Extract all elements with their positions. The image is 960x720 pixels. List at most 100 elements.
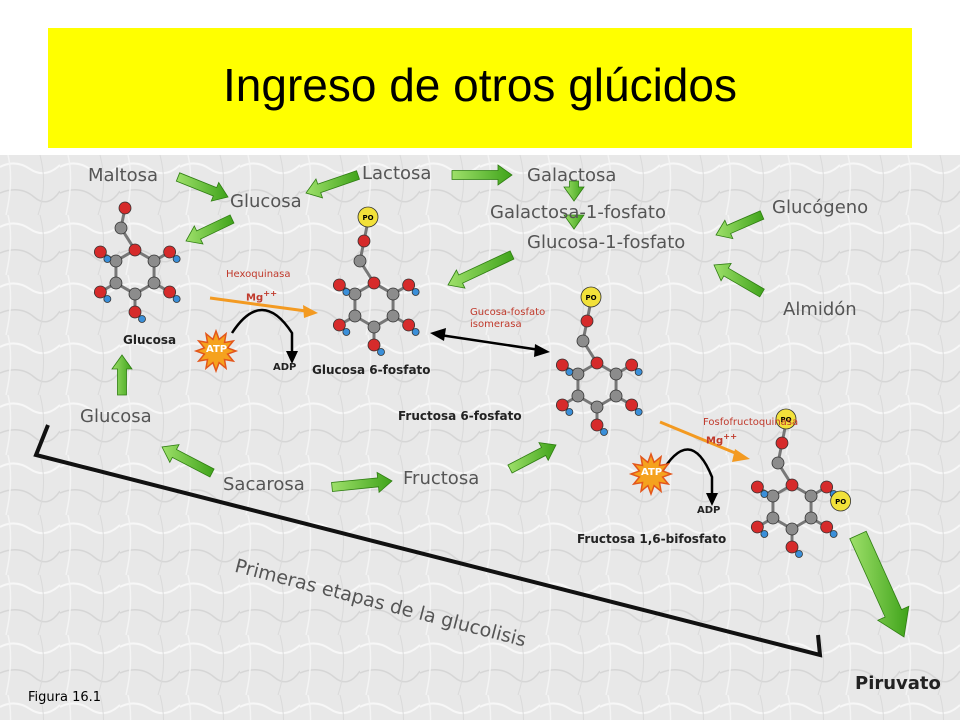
oxygen-atom bbox=[775, 436, 789, 450]
piruvato-label: Piruvato bbox=[855, 673, 941, 694]
lactosa-label: Lactosa bbox=[362, 163, 432, 184]
hydrogen-atom bbox=[760, 530, 769, 538]
oxygen-atom bbox=[93, 245, 107, 259]
oxygen-atom bbox=[580, 314, 594, 328]
ring-oxygen bbox=[590, 356, 604, 370]
hydrogen-atom bbox=[103, 255, 112, 263]
carbon-atom bbox=[571, 389, 585, 403]
galactosa-label: Galactosa bbox=[527, 165, 617, 186]
page-title: Ingreso de otros glúcidos bbox=[223, 59, 737, 111]
hexoquinasa-label: Hexoquinasa bbox=[226, 269, 291, 280]
hydrogen-atom bbox=[172, 255, 181, 263]
carbon-atom bbox=[147, 254, 161, 268]
hydrogen-atom bbox=[172, 295, 181, 303]
mg-label-2: Mg++ bbox=[706, 431, 738, 447]
hydrogen-atom bbox=[565, 408, 574, 416]
atp-star-2 bbox=[628, 451, 674, 497]
pathway-arrow bbox=[111, 354, 133, 396]
pathway-arrow bbox=[563, 214, 585, 230]
hydrogen-atom bbox=[634, 368, 643, 376]
oxygen-atom bbox=[625, 398, 639, 412]
oxygen-atom bbox=[750, 480, 764, 494]
oxygen-atom bbox=[93, 285, 107, 299]
phosphate-label: PO bbox=[362, 214, 373, 222]
carbon-atom bbox=[348, 287, 362, 301]
hydrogen-atom bbox=[634, 408, 643, 416]
pathway-arrow bbox=[185, 214, 235, 245]
hydrogen-atom bbox=[377, 348, 385, 356]
carbon-atom bbox=[804, 489, 818, 503]
pathway-arrow bbox=[563, 180, 585, 202]
fructosa-label: Fructosa bbox=[403, 468, 480, 489]
oxygen-atom bbox=[332, 278, 346, 292]
carbon-atom bbox=[147, 276, 161, 290]
carbon-atom bbox=[590, 400, 604, 414]
isomerasa-label-2: isomerasa bbox=[470, 319, 522, 330]
phosphate-group bbox=[830, 490, 852, 512]
glucosa-1-fosfato-label: Glucosa-1-fosfato bbox=[527, 232, 686, 253]
hydrogen-atom bbox=[760, 490, 769, 498]
pathway-arrow bbox=[451, 164, 513, 186]
glucogeno-label: Glucógeno bbox=[772, 197, 869, 218]
adp-label-1: ADP bbox=[273, 362, 297, 373]
carbon-atom bbox=[109, 254, 123, 268]
adp-label-2: ADP bbox=[697, 505, 721, 516]
sacarosa-label: Sacarosa bbox=[223, 474, 305, 495]
oxygen-atom bbox=[820, 520, 834, 534]
phosphate-group bbox=[580, 286, 602, 308]
atp-label-2: ATP bbox=[641, 467, 663, 478]
oxygen-atom bbox=[590, 418, 604, 432]
pathway-arrow bbox=[175, 172, 229, 202]
oxygen-atom bbox=[820, 480, 834, 494]
carbon-atom bbox=[109, 276, 123, 290]
carbon-atom bbox=[766, 489, 780, 503]
pathway-arrow bbox=[507, 442, 557, 474]
ring-oxygen bbox=[128, 243, 142, 257]
carbon-atom bbox=[771, 456, 785, 470]
almidon-label: Almidón bbox=[783, 299, 857, 320]
pathway-arrow bbox=[331, 471, 393, 494]
hydrogen-atom bbox=[138, 315, 146, 323]
figure-caption: Figura 16.1 bbox=[28, 690, 102, 705]
hydrogen-atom bbox=[600, 428, 608, 436]
carbon-atom bbox=[766, 511, 780, 525]
hydrogen-atom bbox=[342, 288, 351, 296]
oxygen-atom bbox=[750, 520, 764, 534]
oxygen-atom bbox=[163, 285, 177, 299]
oxygen-atom bbox=[555, 398, 569, 412]
carbon-atom bbox=[114, 221, 128, 235]
stage-bracket bbox=[33, 424, 823, 658]
fructosa-6-fosfato-label: Fructosa 6-fosfato bbox=[398, 409, 522, 423]
carbon-atom bbox=[367, 320, 381, 334]
marble-background bbox=[0, 155, 960, 720]
glucosa-left-label: Glucosa bbox=[80, 406, 152, 427]
phosphate-label: PO bbox=[780, 416, 791, 424]
ring-oxygen bbox=[367, 276, 381, 290]
oxygen-atom bbox=[555, 358, 569, 372]
atp-star-1 bbox=[193, 328, 239, 374]
pathway-arrows bbox=[111, 164, 910, 638]
phosphate-label: PO bbox=[585, 294, 596, 302]
hydrogen-atom bbox=[565, 368, 574, 376]
carbon-atom bbox=[386, 287, 400, 301]
oxygen-atom bbox=[402, 278, 416, 292]
isomerasa-reaction bbox=[430, 328, 550, 357]
oxygen-atom bbox=[785, 540, 799, 554]
oxygen-atom bbox=[367, 338, 381, 352]
carbon-atom bbox=[609, 389, 623, 403]
carbon-atom bbox=[128, 287, 142, 301]
hydrogen-atom bbox=[411, 328, 420, 336]
galactosa-1-fosfato-label: Galactosa-1-fosfato bbox=[490, 202, 666, 223]
hexoquinasa-reaction bbox=[209, 296, 318, 364]
fosfofructoquinasa-label: Fosfofructoquinasa bbox=[703, 417, 799, 428]
pathway-arrow bbox=[715, 210, 765, 240]
glucosa-top-label: Glucosa bbox=[230, 191, 302, 212]
pathway-arrow bbox=[305, 170, 360, 199]
ring-oxygen bbox=[785, 478, 799, 492]
oxygen-atom bbox=[128, 305, 142, 319]
oxygen-atom bbox=[357, 234, 371, 248]
fructosa-1-6-bifosfato-label: Fructosa 1,6-bifosfato bbox=[577, 532, 727, 546]
